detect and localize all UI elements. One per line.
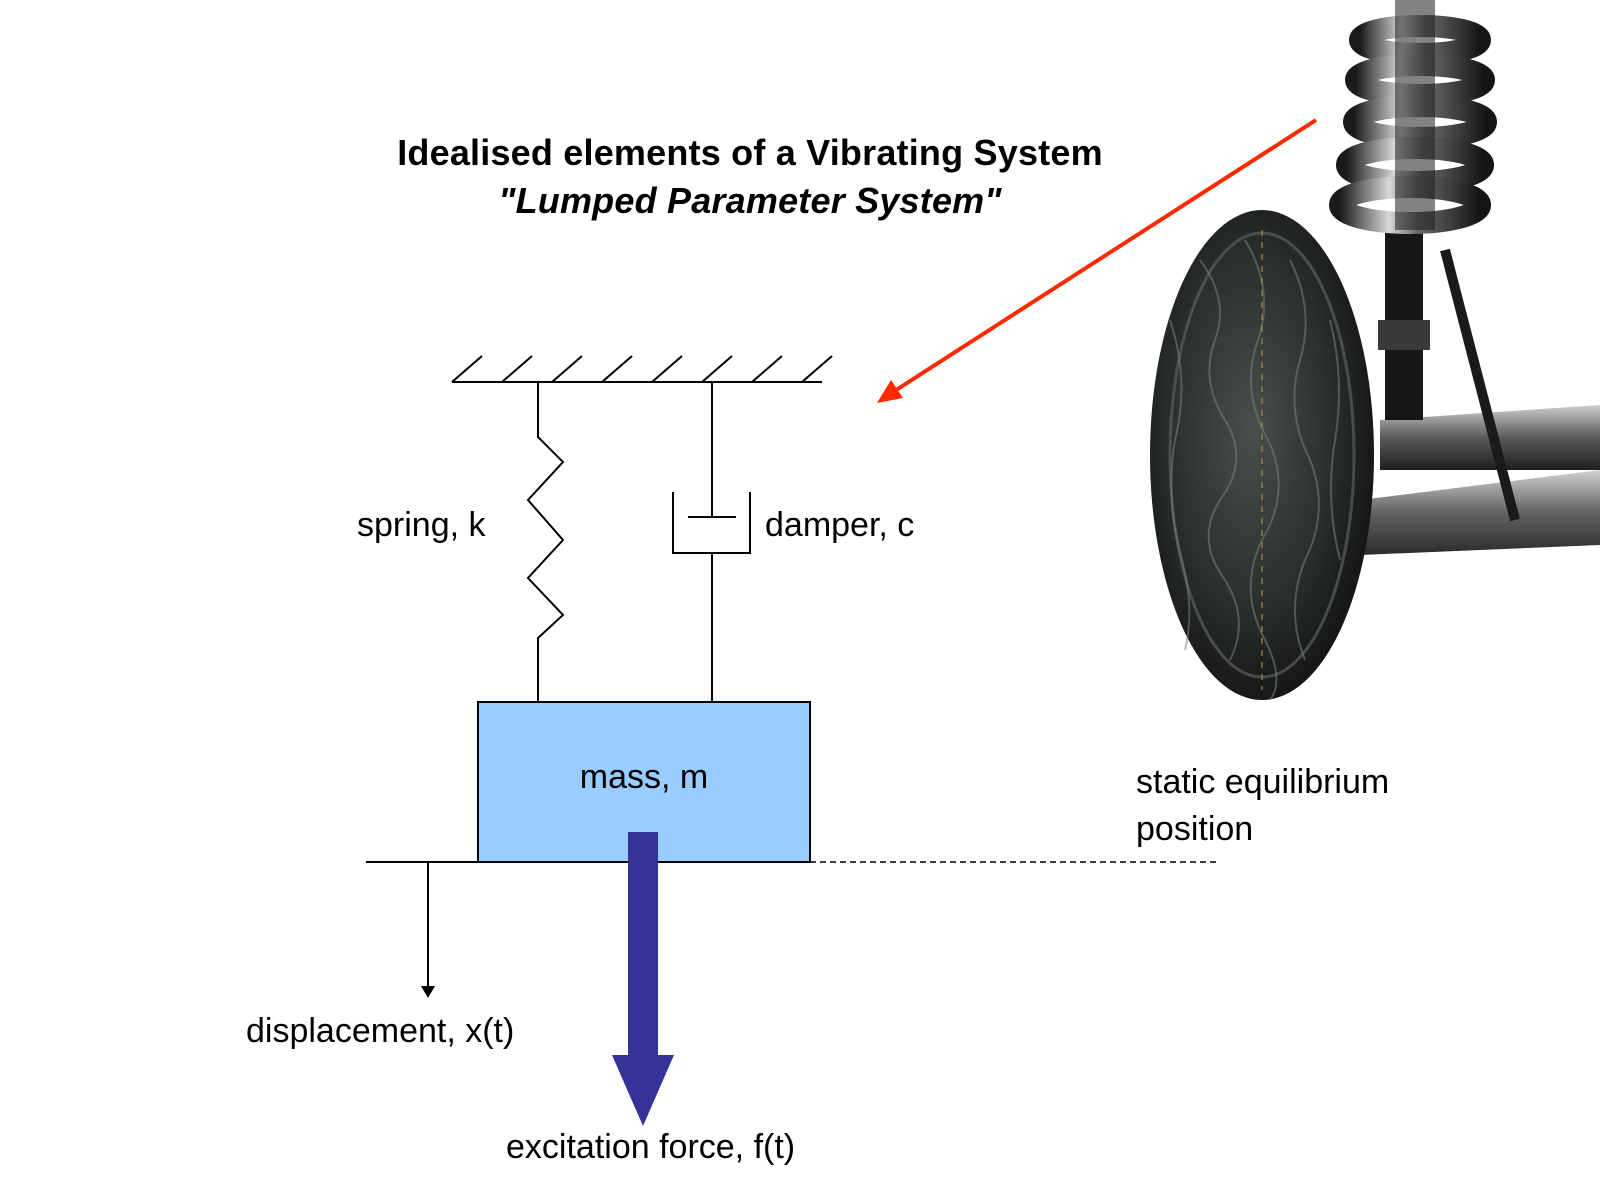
- fixed-support: [451, 355, 833, 383]
- lower-control-arm: [1360, 470, 1600, 555]
- diagram-subtitle: "Lumped Parameter System": [498, 180, 1002, 221]
- force-arrow: [612, 832, 674, 1126]
- damper-label: damper, c: [765, 506, 915, 544]
- car-suspension-wheel-photo: [1150, 0, 1600, 701]
- diagram-title: Idealised elements of a Vibrating System: [397, 132, 1103, 173]
- force-label: excitation force, f(t): [506, 1128, 796, 1166]
- displacement-label: displacement, x(t): [246, 1012, 515, 1050]
- anti-roll-link: [1440, 248, 1520, 522]
- displacement-arrow: [421, 862, 435, 998]
- tire: [1150, 210, 1374, 700]
- spring-symbol: [526, 382, 565, 702]
- mass-label: mass, m: [579, 758, 709, 796]
- pointer-arrow: [877, 118, 1318, 403]
- static-equilibrium-label: static equilibrium: [1136, 763, 1390, 801]
- damper-symbol: [672, 382, 751, 702]
- static-equilibrium-label-line2: position: [1136, 810, 1254, 848]
- spring-label: spring, k: [357, 506, 486, 544]
